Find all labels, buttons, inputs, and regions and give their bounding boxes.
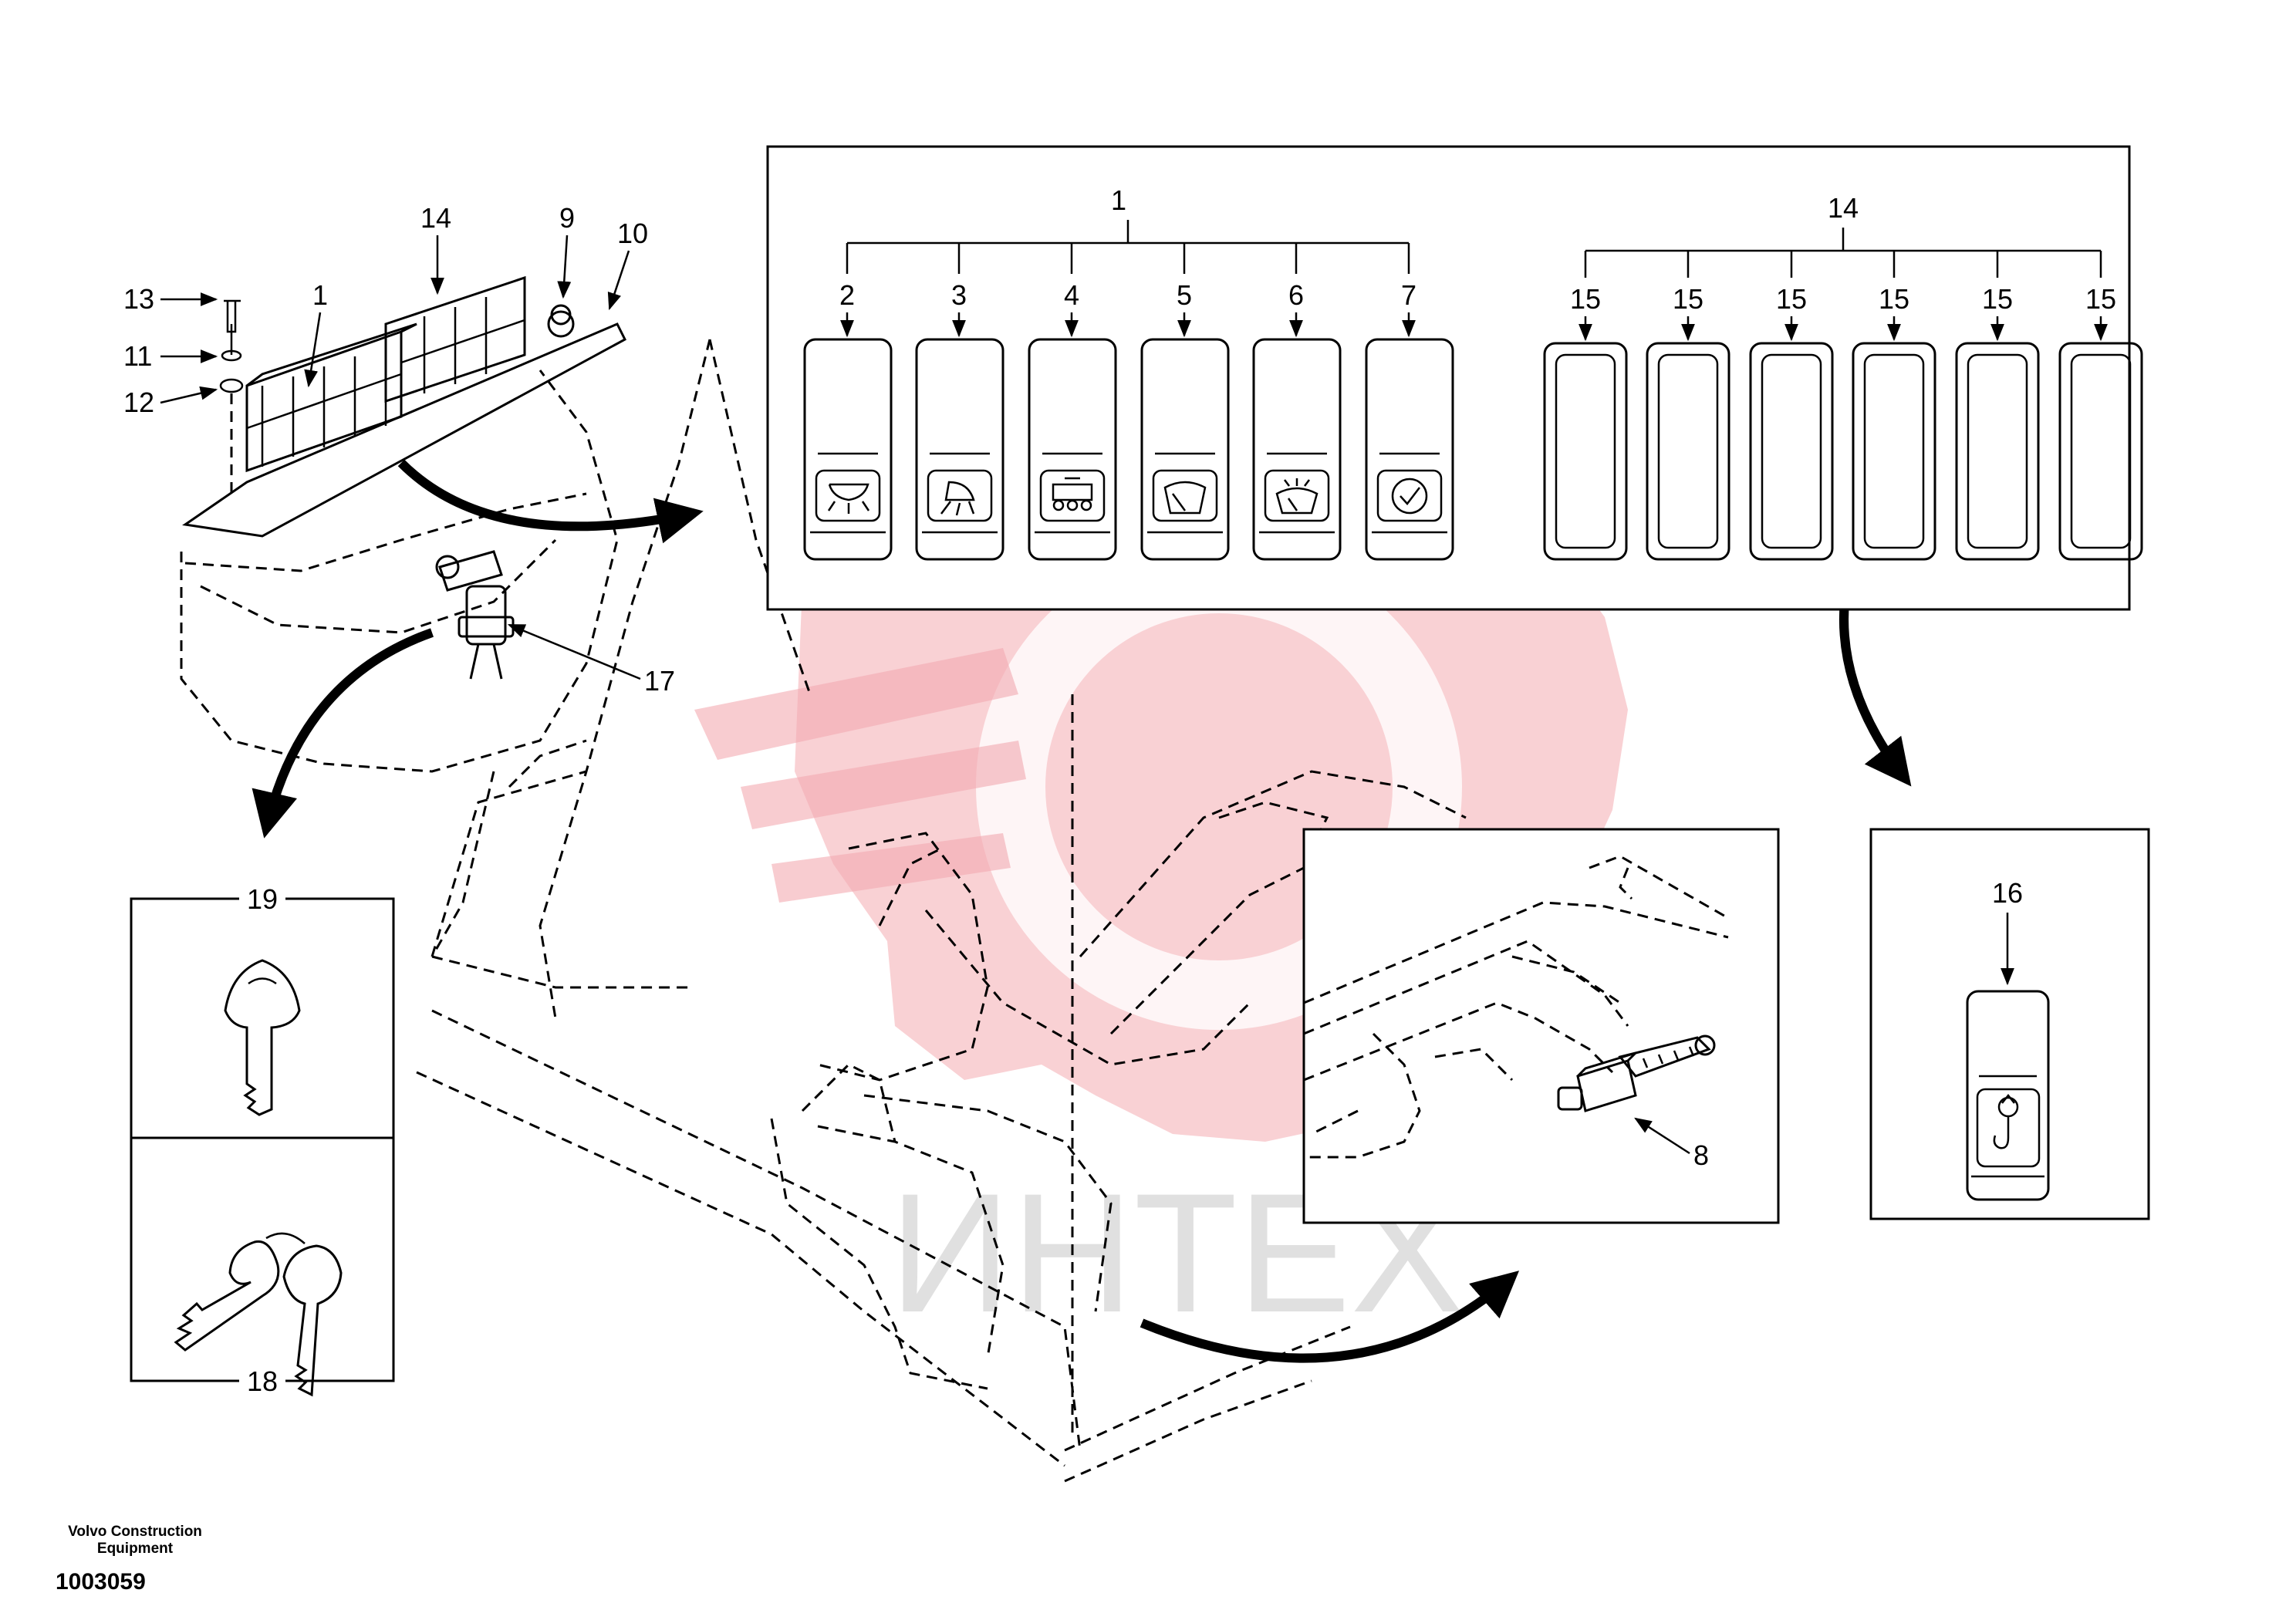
callout-11: 11 — [123, 340, 152, 372]
washer-icon — [1275, 478, 1319, 515]
seat-detail-box: 8 — [1302, 828, 1780, 1224]
key-icon — [224, 959, 301, 1116]
blank-plug — [1749, 342, 1834, 561]
blank-plug — [1543, 342, 1628, 561]
callout-17: 17 — [644, 665, 675, 697]
callout-1: 1 — [1111, 184, 1126, 216]
callout-15: 15 — [1982, 283, 2013, 315]
switch-detail-box: 16 — [1869, 828, 2150, 1220]
callout-15: 15 — [1570, 283, 1601, 315]
cab-light-icon — [940, 481, 975, 516]
callout-15: 15 — [2085, 283, 2116, 315]
rocker-switch-16 — [1966, 990, 2050, 1201]
keys-box: 19 18 — [130, 883, 395, 1397]
footer-part-number: 1003059 — [56, 1569, 146, 1595]
callout-2: 2 — [839, 279, 855, 311]
blank-plug — [1646, 342, 1730, 561]
rocker-switch-5 — [1140, 338, 1230, 561]
callout-4: 4 — [1064, 279, 1079, 311]
switch-panel-box: 1 2 3 4 5 6 7 — [766, 145, 2143, 611]
work-light-icon — [827, 483, 870, 514]
rocker-switch-6 — [1252, 338, 1342, 561]
seat-switch — [1557, 1034, 1716, 1112]
callout-5: 5 — [1177, 279, 1192, 311]
callout-7: 7 — [1401, 279, 1416, 311]
overview-callouts: 13 11 12 1 14 9 10 17 — [123, 202, 675, 697]
key-icon — [174, 1232, 343, 1397]
callout-15: 15 — [1879, 283, 1909, 315]
ignition-switch — [435, 550, 515, 680]
rocker-switch-3 — [915, 338, 1004, 561]
callout-3: 3 — [951, 279, 967, 311]
callout-18: 18 — [247, 1365, 278, 1397]
callout-9: 9 — [559, 202, 575, 234]
callout-14: 14 — [420, 202, 451, 234]
cab-outline — [180, 339, 1467, 1483]
callout-13: 13 — [123, 283, 154, 315]
callout-19: 19 — [247, 883, 278, 915]
hook-icon — [1993, 1093, 2019, 1149]
callout-10: 10 — [617, 218, 648, 249]
rocker-switch-7 — [1365, 338, 1454, 561]
confirm-icon — [1391, 478, 1428, 515]
callout-15: 15 — [1673, 283, 1703, 315]
callout-1: 1 — [312, 279, 328, 311]
travel-alarm-icon — [1052, 477, 1093, 511]
callout-6: 6 — [1288, 279, 1304, 311]
callout-12: 12 — [123, 386, 154, 418]
callout-14: 14 — [1828, 192, 1859, 224]
blank-plug — [2058, 342, 2143, 561]
footer-company: Volvo Construction Equipment — [68, 1524, 202, 1557]
callout-8: 8 — [1693, 1139, 1709, 1171]
rocker-switch-4 — [1028, 338, 1117, 561]
blank-plug — [1852, 342, 1936, 561]
wiper-icon — [1163, 481, 1207, 515]
callout-15: 15 — [1776, 283, 1807, 315]
switch-housing — [182, 275, 626, 538]
callout-16: 16 — [1992, 877, 2023, 909]
blank-plug — [1955, 342, 2040, 561]
rocker-switch-2 — [803, 338, 893, 561]
